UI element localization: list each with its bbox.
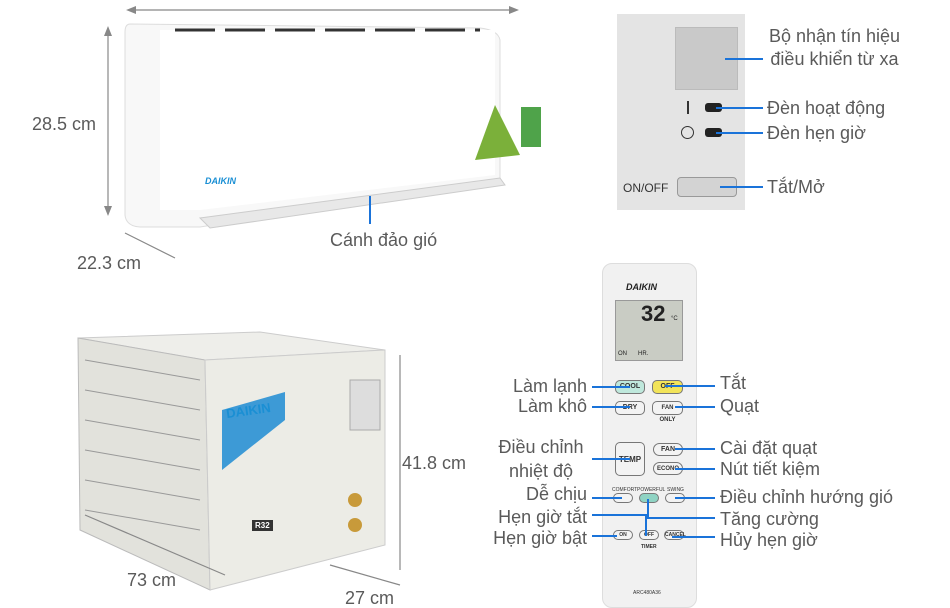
label-off: Tắt [720, 373, 747, 393]
outdoor-width-arrow [84, 514, 226, 576]
receiver-callout-line [725, 58, 763, 60]
callout-powerful-v [647, 499, 649, 517]
callout-timer-on [592, 535, 617, 537]
timer-lamp [705, 128, 722, 137]
louver-callout-line [369, 196, 371, 224]
operation-lamp-label: Đèn hoạt động [767, 98, 886, 118]
fan-only-button[interactable]: FAN ONLY [652, 401, 683, 423]
powerful-text: POWERFUL [637, 487, 666, 493]
brand-stripe [222, 392, 285, 470]
callout-cool [592, 386, 630, 388]
operation-lamp [705, 103, 722, 112]
timer-text: TIMER [641, 544, 657, 550]
timer-callout-line [716, 132, 763, 134]
energy-label-icon [475, 105, 520, 160]
outdoor-unit-drawing [77, 331, 401, 591]
lcd-hr: HR. [638, 351, 649, 357]
callout-fan-only [675, 406, 715, 408]
label-timer-off: Hẹn giờ tắt [498, 507, 587, 527]
callout-temp [592, 458, 630, 460]
label-fan-only: Quạt [720, 396, 760, 416]
callout-timer-off [592, 514, 646, 516]
outdoor-depth-arrow [329, 564, 401, 586]
depth-arrow [124, 232, 176, 259]
label-fan: Cài đặt quạt [720, 438, 818, 458]
lcd-temperature: 32 [641, 301, 666, 326]
dry-button[interactable]: DRY [615, 401, 645, 415]
label-swing: Điều chỉnh hướng gió [720, 487, 893, 507]
swing-text: SWING [667, 487, 684, 493]
callout-fan [675, 448, 715, 450]
onoff-label: Tắt/Mở [767, 177, 825, 197]
remote-lcd: 32 °C ON HR. [615, 300, 683, 361]
indoor-unit-drawing [104, 6, 541, 259]
lcd-on: ON [618, 351, 627, 357]
label-timer-on: Hẹn giờ bật [493, 528, 587, 548]
outdoor-depth-label: 27 cm [345, 588, 395, 608]
r32-badge: R32 [252, 520, 273, 531]
indoor-depth-label: 22.3 cm [77, 253, 142, 273]
callout-econo [675, 468, 715, 470]
powerful-button[interactable] [639, 493, 659, 503]
cancel-button[interactable]: CANCEL [664, 530, 686, 540]
label-temp: Điều chỉnh nhiệt độ [498, 437, 584, 481]
onoff-callout-line [720, 186, 763, 188]
off-button[interactable]: OFF [652, 380, 683, 394]
callout-off [665, 385, 715, 387]
callout-powerful [647, 517, 715, 519]
indoor-brand-logo: DAIKIN [205, 176, 236, 186]
callout-comfort [592, 497, 622, 499]
comfort-text: COMFORT [612, 487, 638, 493]
outdoor-width-label: 73 cm [127, 570, 177, 590]
label-cool: Làm lạnh [512, 376, 587, 396]
remote-brand-logo: DAIKIN [626, 282, 657, 292]
timer-lamp-label: Đèn hẹn giờ [767, 123, 866, 143]
label-comfort: Dễ chịu [525, 484, 587, 504]
remote-model: ARC480A36 [633, 590, 661, 596]
callout-cancel [672, 536, 715, 538]
callout-timer-off-v [645, 514, 647, 536]
clock-icon [681, 126, 694, 139]
louver [198, 177, 506, 229]
label-econo: Nút tiết kiệm [720, 459, 821, 479]
callout-swing [675, 497, 715, 499]
energy-sticker [521, 107, 541, 147]
louver-label: Cánh đảo gió [330, 230, 438, 250]
receiver-label: Bộ nhận tín hiệu điều khiển từ xa [768, 26, 901, 69]
timer-off-button[interactable]: OFF [639, 530, 659, 540]
lcd-unit: °C [671, 316, 678, 322]
onoff-text: ON/OFF [623, 181, 669, 195]
label-dry: Làm khô [517, 396, 587, 416]
indoor-height-label: 28.5 cm [32, 114, 97, 134]
label-cancel: Hủy hẹn giờ [720, 530, 818, 550]
power-symbol-icon [687, 101, 689, 114]
callout-dry [592, 406, 630, 408]
outdoor-height-label: 41.8 cm [402, 453, 467, 473]
operation-callout-line [716, 107, 763, 109]
label-powerful: Tăng cường [720, 509, 819, 529]
